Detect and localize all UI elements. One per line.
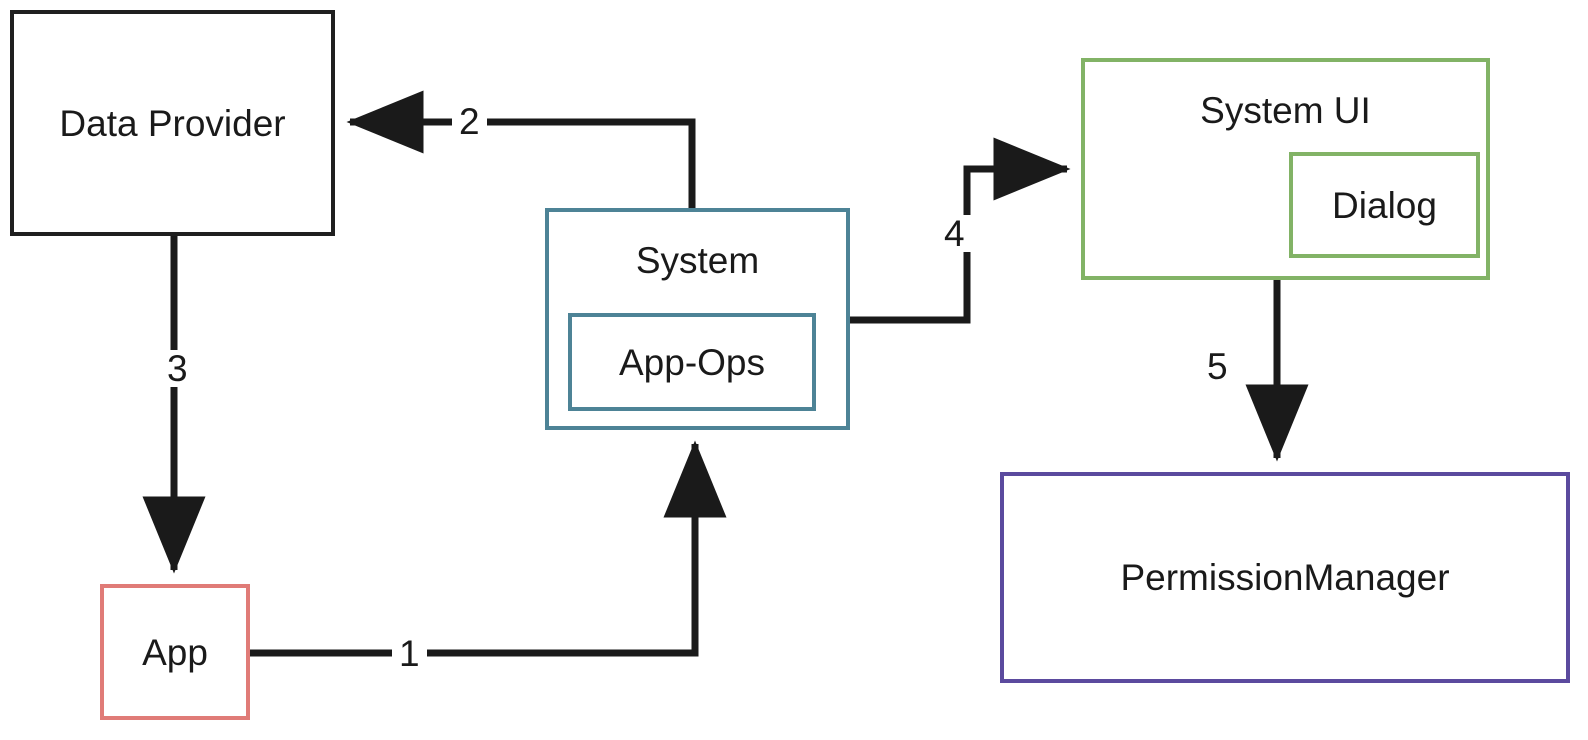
edge-path-1 bbox=[250, 440, 727, 657]
node-permission-manager-label: PermissionManager bbox=[1120, 557, 1450, 598]
edge-label-4: 4 bbox=[937, 215, 972, 252]
node-system-label: System bbox=[635, 240, 760, 281]
edge-label-2: 2 bbox=[452, 103, 487, 140]
edge-label-5: 5 bbox=[1200, 348, 1235, 385]
node-dialog-label: Dialog bbox=[1332, 184, 1437, 226]
node-app[interactable]: App bbox=[100, 584, 250, 720]
node-data-provider[interactable]: Data Provider bbox=[10, 10, 335, 236]
node-app-label: App bbox=[142, 631, 208, 673]
node-data-provider-label: Data Provider bbox=[59, 102, 286, 144]
node-app-ops-label: App-Ops bbox=[618, 341, 765, 383]
edge-label-1: 1 bbox=[392, 635, 427, 672]
edge-label-3: 3 bbox=[160, 350, 195, 387]
node-app-ops[interactable]: App-Ops bbox=[568, 313, 816, 411]
node-permission-manager[interactable]: PermissionManager bbox=[1000, 472, 1570, 683]
edge-path-2 bbox=[346, 90, 696, 208]
node-dialog[interactable]: Dialog bbox=[1289, 152, 1480, 258]
node-system-ui-label: System UI bbox=[1200, 90, 1371, 131]
